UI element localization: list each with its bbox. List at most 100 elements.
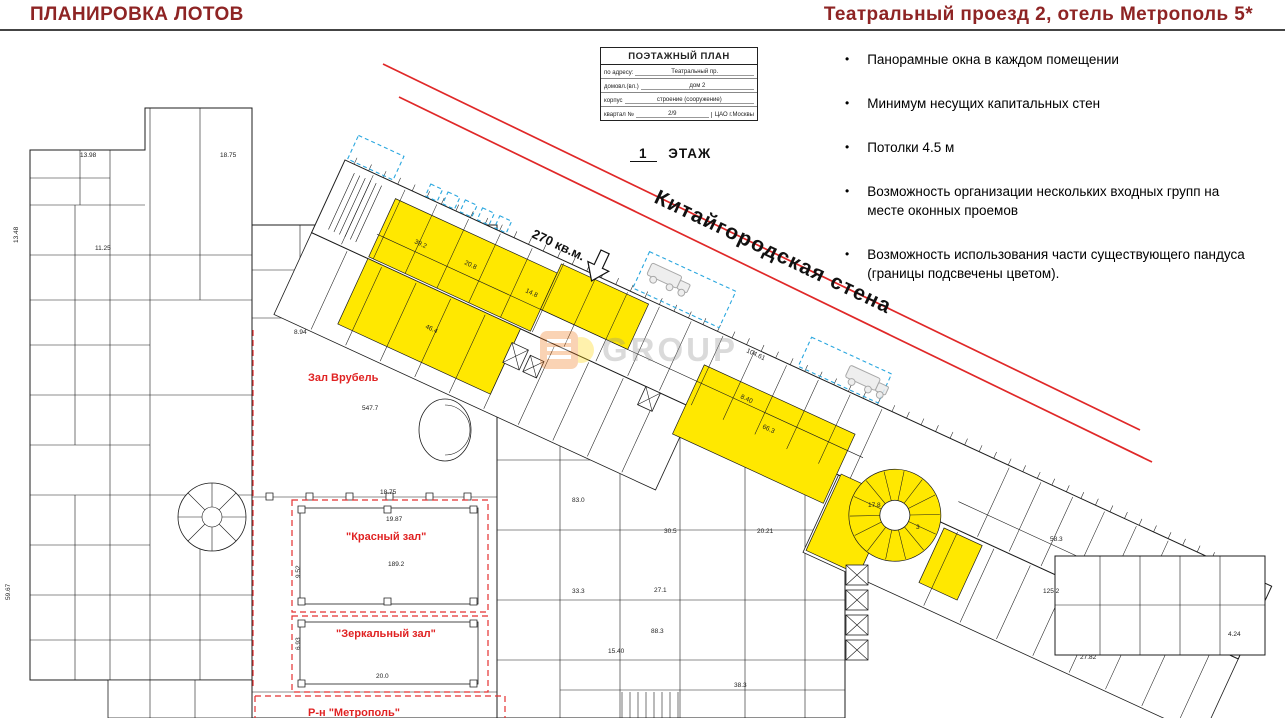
room-number: 6.93 [295,637,302,650]
window-marker [459,199,478,218]
stamp-label: домовл.(вл.) [604,84,639,90]
truck-icon [646,262,691,297]
loading-zone-marker [632,250,737,329]
room-number: 13.48 [13,226,20,243]
stamp-label: по адресу: [604,70,634,76]
room-number: 547.7 [362,405,379,412]
bullet-icon: • [845,184,850,198]
bullet-icon: • [845,96,850,110]
room-number: 66.3 [761,423,776,435]
room-number: 30.5 [664,528,677,535]
mirror-hall-boundary [291,615,489,693]
room-number: 3 [916,524,920,531]
highlighted-lot [672,364,856,504]
hall-label-mirror: "Зеркальный зал" [336,628,436,640]
room-number: 27.82 [1080,654,1097,661]
room-number: 46.4 [424,323,439,335]
window-markers [346,134,893,404]
room-number: 38.3 [734,682,747,689]
room-number: 15.40 [608,648,625,655]
room-number: 9.52 [295,565,302,578]
stamp-value: Театральный пр. [635,69,754,76]
red-hall-floor [299,507,479,605]
stamp-value: строение (сооружение) [624,97,754,104]
room-number: 18.75 [220,152,237,159]
feature-item: • Потолки 4.5 м [845,138,1257,157]
floor-label: 1 ЭТАЖ [630,146,712,162]
bullet-icon: • [845,52,850,66]
left-wing-block [29,107,253,718]
floor-word: ЭТАЖ [668,146,712,161]
feature-item: •Минимум несущих капитальных стен [845,94,1257,113]
hall-label-vrubel: Зал Врубель [308,372,379,384]
feature-text: Возможность организации нескольких входн… [867,184,1220,218]
stamp-row: квартал № 2/9 ЦАО г.Москвы [601,107,757,120]
room-number: 58.3 [1050,536,1063,543]
window-ticks [353,157,1259,579]
red-hall-boundary [291,499,489,613]
loading-zone-marker [797,336,893,404]
stamp-row: корпус строение (сооружение) [601,93,757,107]
bullet-icon: • [845,140,850,154]
room-number: 8.94 [294,329,307,336]
stamp-value: дом 2 [640,83,754,90]
window-marker [493,215,513,234]
stamp-title: ПОЭТАЖНЫЙ ПЛАН [601,48,757,65]
header-address: Театральный проезд 2, отель Метрополь 5* [823,4,1253,25]
diagonal-wing [273,134,1273,718]
window-marker [441,191,461,210]
room-number: 8.40 [739,393,754,405]
room-number: 59.67 [5,583,12,600]
room-number: 20.8 [463,259,478,271]
entrance-arrow-icon [587,249,611,282]
stamp-label: квартал № [604,112,634,118]
right-bottom-block [1054,555,1266,656]
kitaygorod-wall [382,63,1153,463]
entry-stair-hatch [328,172,382,243]
truck-icon [845,365,889,399]
floor-number: 1 [630,146,657,162]
room-number: 19.87 [386,516,403,523]
room-number: 11.25 [95,245,111,252]
room-numbers: 13.98 18.75 11.25 13.48 59.67 8.94 547.7 18.75 1… [5,152,1241,689]
room-number: 4.24 [1228,631,1241,638]
features-list: • Панорамные окна в каждом помещении •Мини… [845,50,1257,308]
feature-item: • Возможность использования части существ… [845,245,1257,283]
room-number: 83.0 [572,497,585,504]
page-title: ПЛАНИРОВКА ЛОТОВ [30,4,244,25]
feature-text: Потолки 4.5 м [867,140,955,155]
shaft-cluster [845,564,869,661]
stamp-label: корпус [604,98,623,104]
stamp-district: ЦАО г.Москвы [710,112,754,118]
stamp-row: домовл.(вл.) дом 2 [601,79,757,93]
room-number: 14.8 [524,287,539,299]
wall-line [382,63,1141,431]
room-number: 27.1 [654,587,667,594]
window-marker [476,207,496,226]
wall-line [398,96,1153,463]
metropol-boundary [254,695,506,718]
room-number: 88.3 [651,628,664,635]
interior-walls [30,108,252,680]
oval-stair [418,398,472,462]
room-number: 20.21 [757,528,774,535]
feature-item: • Возможность организации нескольких вход… [845,182,1257,220]
stamp-row: по адресу: Театральный пр. [601,65,757,79]
plan-stamp: ПОЭТАЖНЫЙ ПЛАН по адресу: Театральный пр… [600,47,758,121]
feature-item: • Панорамные окна в каждом помещении [845,50,1257,69]
highlighted-lots [337,198,983,601]
room-number: 18.75 [380,489,397,496]
room-number: 20.0 [376,673,389,680]
elevator-shafts [502,341,661,412]
mirror-hall-floor [299,621,479,685]
feature-text: Панорамные окна в каждом помещении [867,52,1119,67]
room-number: 39.2 [413,238,428,250]
bullet-icon: • [845,247,850,261]
spiral-ramp [848,468,942,562]
room-number: 13.98 [80,152,97,159]
room-number: 125.2 [1043,588,1060,595]
hall-label-red: "Красный зал" [346,531,426,543]
feature-text: Возможность использования части существу… [867,247,1245,281]
room-number: 33.3 [572,588,585,595]
